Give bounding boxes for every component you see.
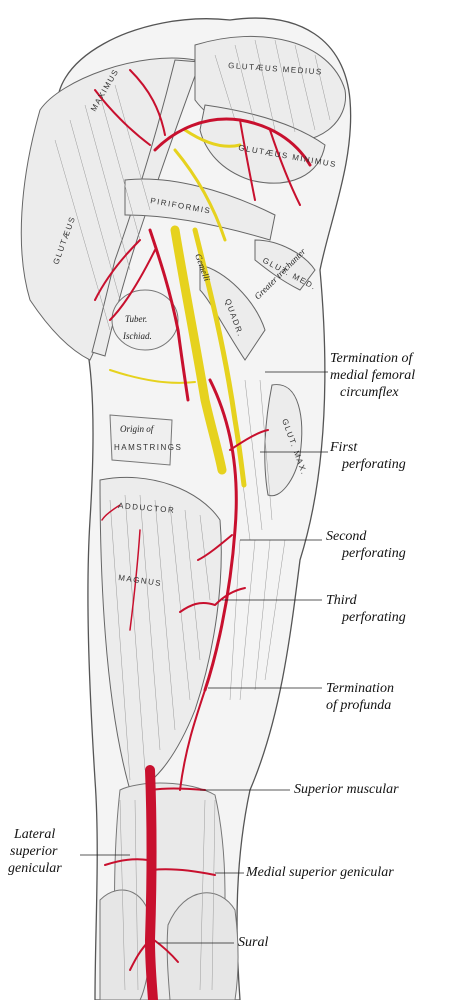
label-origin-1: Origin of	[120, 424, 155, 434]
gastrocnemius-medial	[166, 892, 239, 1000]
label-tuber-1: Tuber.	[125, 314, 147, 324]
label-termination-medial-femoral-circumflex: Termination of medial femoral circumflex	[330, 351, 416, 400]
sciatic-nerve	[109, 128, 247, 488]
gluteus-minimus	[199, 104, 326, 184]
ischial-tuberosity	[111, 289, 179, 351]
label-second-perforating: Second perforating	[326, 529, 406, 561]
label-tuber-2: Ischiad.	[122, 331, 152, 341]
label-lateral-superior-genicular: Lateral superior genicular	[8, 827, 62, 876]
label-third-perforating: Third perforating	[326, 593, 406, 625]
label-superior-muscular: Superior muscular	[294, 782, 399, 797]
label-medial-superior-genicular: Medial superior genicular	[246, 865, 394, 880]
arteries	[94, 69, 312, 1000]
label-sural: Sural	[238, 935, 269, 950]
label-first-perforating: First perforating	[330, 440, 406, 472]
label-origin-2: HAMSTRINGS	[114, 443, 182, 452]
leader-lines	[80, 371, 328, 944]
hamstrings-origin	[109, 414, 173, 466]
label-termination-of-profunda: Termination of profunda	[326, 681, 394, 713]
adductor-magnus	[99, 476, 222, 791]
quadratus-femoris	[199, 264, 266, 361]
piriformis	[124, 178, 276, 241]
gluteus-medius-lower	[254, 239, 316, 291]
gluteus-maximus-right	[264, 384, 303, 497]
